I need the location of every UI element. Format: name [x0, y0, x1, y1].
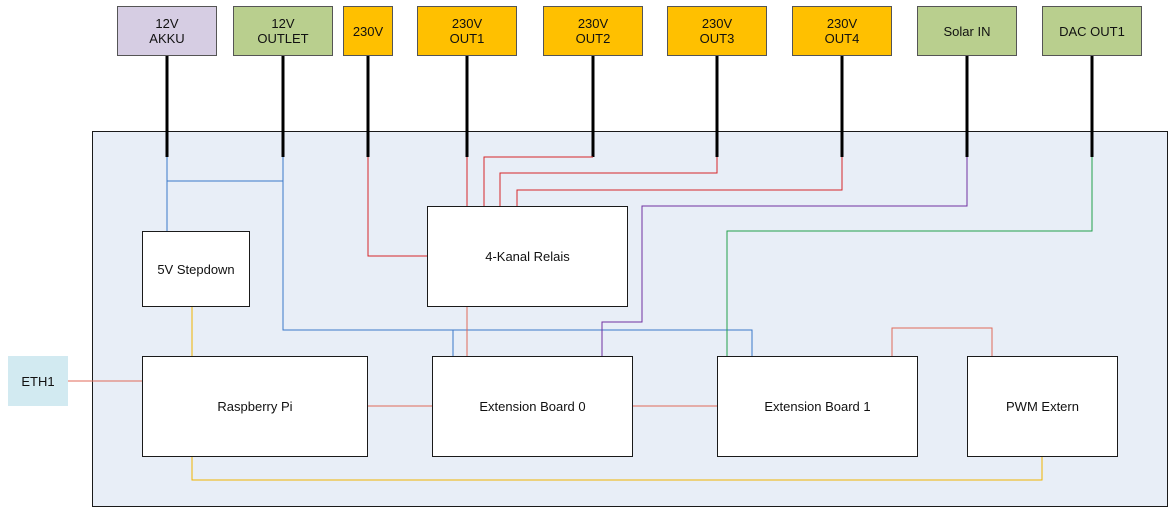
connector-solar-in: Solar IN: [917, 6, 1017, 56]
connector-label: 12V: [271, 16, 295, 31]
module-label: PWM Extern: [1006, 399, 1079, 414]
wires-12v: [166, 157, 753, 356]
connector-12v-outlet: 12V OUTLET: [233, 6, 333, 56]
connector-label: 230V: [577, 16, 609, 31]
module-4-kanal-relais: 4-Kanal Relais: [427, 206, 628, 307]
cables: [165, 56, 1094, 157]
module-label: Extension Board 0: [479, 399, 586, 414]
connector-label: 230V: [701, 16, 733, 31]
wires-signal: [68, 306, 993, 407]
connector-label: DAC OUT1: [1059, 23, 1125, 39]
connector-label: AKKU: [149, 31, 185, 46]
wires-solar: [601, 157, 968, 356]
connector-label: ETH1: [21, 373, 55, 389]
module-5v-stepdown: 5V Stepdown: [142, 231, 250, 307]
connector-230v: 230V: [343, 6, 393, 56]
connector-label: OUT3: [699, 31, 735, 46]
wires-5v: [191, 306, 1043, 481]
connector-eth1: ETH1: [8, 356, 68, 406]
connector-label: 12V: [155, 16, 179, 31]
module-label: Raspberry Pi: [217, 399, 293, 414]
connector-230v-out1: 230V OUT1: [417, 6, 517, 56]
connector-label: OUTLET: [257, 31, 309, 46]
connector-label: OUT4: [824, 31, 860, 46]
wires-dac: [726, 157, 1093, 356]
connector-label: 230V: [451, 16, 483, 31]
connector-12v-akku: 12V AKKU: [117, 6, 217, 56]
module-label: 4-Kanal Relais: [485, 249, 570, 264]
connector-label: OUT1: [449, 31, 485, 46]
module-label: 5V Stepdown: [157, 261, 235, 277]
module-pwm-extern: PWM Extern: [967, 356, 1118, 457]
connector-label: 230V: [352, 23, 384, 39]
connector-230v-out4: 230V OUT4: [792, 6, 892, 56]
module-extension-board-1: Extension Board 1: [717, 356, 918, 457]
module-raspberry-pi: Raspberry Pi: [142, 356, 368, 457]
module-extension-board-0: Extension Board 0: [432, 356, 633, 457]
connector-label: Solar IN: [943, 23, 991, 39]
module-label: Extension Board 1: [764, 399, 871, 414]
wires-mains: [367, 156, 843, 257]
connector-label: OUT2: [575, 31, 611, 46]
connector-dac-out1: DAC OUT1: [1042, 6, 1142, 56]
connector-230v-out3: 230V OUT3: [667, 6, 767, 56]
connector-230v-out2: 230V OUT2: [543, 6, 643, 56]
connector-label: 230V: [826, 16, 858, 31]
